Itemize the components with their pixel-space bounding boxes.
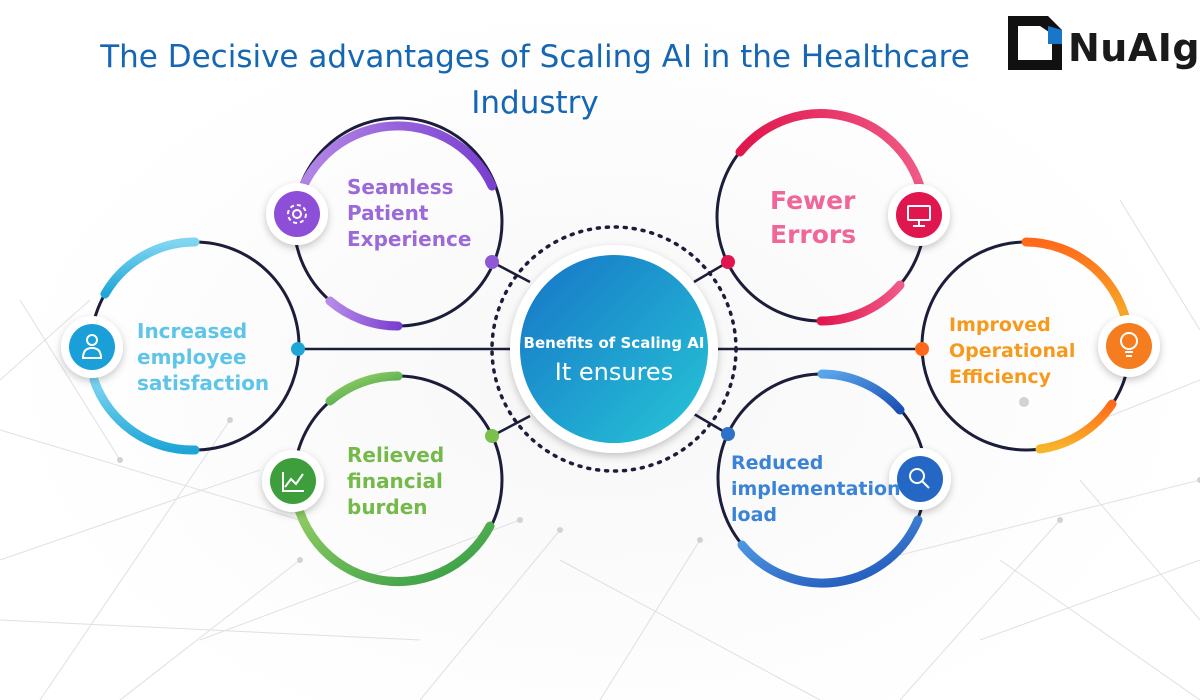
label-line: load (731, 504, 777, 526)
page-title: The Decisive advantages of Scaling AI in… (60, 34, 1010, 126)
label-line: Efficiency (949, 366, 1052, 388)
label-line: satisfaction (137, 371, 270, 395)
center-heading: Benefits of Scaling AI (523, 334, 705, 352)
gear-icon (287, 204, 307, 224)
label-line: Increased (137, 319, 248, 343)
badge-employee (61, 316, 123, 378)
lightbulb-icon (1120, 332, 1138, 357)
connector-dot-operational (915, 342, 929, 356)
label-line: implementation (731, 478, 901, 500)
connector-dot-financial (485, 429, 499, 443)
center-hub (490, 225, 738, 473)
magnifier-icon (909, 468, 930, 489)
logo-text: NuAIg (1068, 26, 1200, 70)
badge-errors (888, 184, 950, 246)
badge-seamless (266, 183, 328, 245)
label-line: Operational (949, 340, 1076, 362)
connector-seamless (491, 260, 531, 284)
label-implementation: Reduced implementation load (731, 450, 901, 528)
label-operational: Improved Operational Efficiency (949, 312, 1075, 390)
connector-dot-errors (721, 255, 735, 269)
badge-operational (1098, 315, 1160, 377)
connector-dot-implementation (721, 427, 735, 441)
label-errors: Fewer Errors (770, 184, 856, 252)
connector-dot-employee (291, 342, 305, 356)
title-line-1: The Decisive advantages of Scaling AI in… (100, 39, 970, 75)
trend-chart-icon (282, 472, 304, 492)
label-line: Patient (347, 201, 429, 225)
label-line: burden (347, 495, 428, 519)
person-icon (81, 334, 103, 359)
label-line: employee (137, 345, 247, 369)
monitor-icon (907, 205, 931, 227)
company-logo: NuAIg (1004, 12, 1200, 74)
label-line: financial (347, 469, 443, 493)
label-line: Reduced (731, 452, 824, 474)
badge-implementation (889, 448, 951, 510)
connector-financial (491, 414, 531, 438)
label-seamless: Seamless Patient Experience (347, 174, 471, 252)
connector-lines (298, 260, 922, 438)
label-line: Seamless (347, 175, 454, 199)
connector-dot-seamless (485, 255, 499, 269)
circle-errors (715, 109, 927, 326)
label-employee: Increased employee satisfaction (137, 318, 269, 396)
label-line: Errors (770, 220, 857, 249)
title-line-2: Industry (471, 85, 599, 121)
label-financial: Relieved financial burden (347, 442, 444, 520)
label-line: Relieved (347, 443, 445, 467)
nuaig-logo-icon (1008, 16, 1062, 70)
label-line: Improved (949, 314, 1051, 336)
label-line: Fewer (770, 186, 856, 215)
center-subheading: It ensures (554, 358, 674, 386)
badge-financial (262, 450, 324, 512)
label-line: Experience (347, 227, 472, 251)
